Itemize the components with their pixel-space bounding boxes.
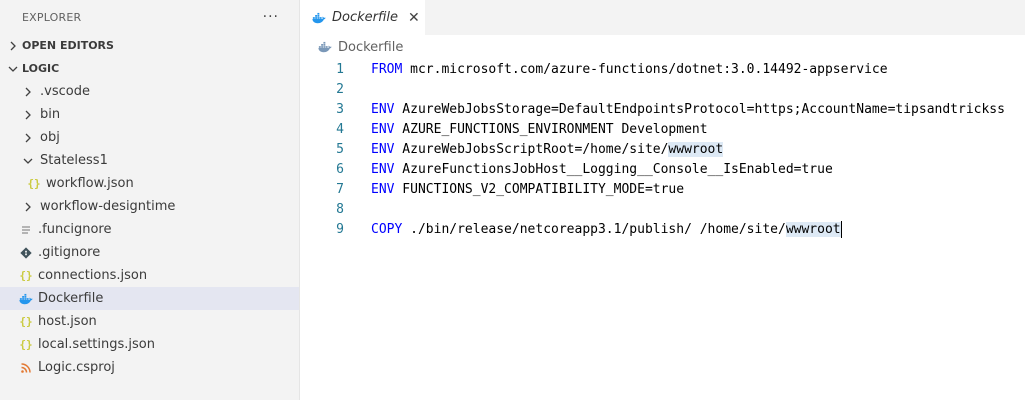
- json-icon: {}: [27, 177, 41, 190]
- code-editor[interactable]: 1 FROM mcr.microsoft.com/azure-functions/…: [300, 59, 1025, 239]
- close-icon[interactable]: ✕: [408, 9, 420, 26]
- tree-item-label: Stateless1: [40, 153, 108, 168]
- tree-item-host-json[interactable]: {} host.json: [0, 310, 299, 333]
- tree-item-dockerfile[interactable]: Dockerfile: [0, 287, 299, 310]
- tree-item-label: .funcignore: [38, 222, 112, 237]
- tree-item-label: obj: [40, 130, 60, 145]
- code-text: AZURE_FUNCTIONS_ENVIRONMENT Development: [394, 121, 708, 137]
- line-number: 5: [336, 141, 344, 157]
- docker-icon: [318, 40, 332, 54]
- line-number: 7: [336, 181, 344, 197]
- word-highlight: wwwroot: [785, 221, 841, 237]
- chevron-down-icon: [20, 156, 36, 166]
- chevron-right-icon: [20, 87, 36, 97]
- tree-item-label: connections.json: [38, 268, 148, 283]
- docker-icon: [18, 292, 34, 306]
- open-editors-label: OPEN EDITORS: [22, 39, 114, 52]
- tree-item-connections-json[interactable]: {} connections.json: [0, 264, 299, 287]
- json-icon: {}: [19, 315, 33, 328]
- tree-item-label: workflow-designtime: [40, 199, 176, 214]
- tab-dockerfile[interactable]: Dockerfile ✕: [300, 0, 425, 35]
- tab-label: Dockerfile: [332, 10, 398, 25]
- line-number: 4: [336, 121, 344, 137]
- code-keyword: FROM: [371, 61, 403, 77]
- code-keyword: ENV: [371, 101, 395, 117]
- code-text: mcr.microsoft.com/azure-functions/dotnet…: [402, 61, 888, 77]
- code-keyword: ENV: [371, 181, 395, 197]
- tree-item-workflow-json[interactable]: {} workflow.json: [0, 172, 299, 195]
- line-number: 8: [336, 201, 344, 217]
- line-number: 6: [336, 161, 344, 177]
- code-text: AzureWebJobsScriptRoot=/home/site/: [394, 141, 669, 157]
- code-keyword: ENV: [371, 121, 395, 137]
- line-number: 3: [336, 101, 344, 117]
- code-text: AzureWebJobsStorage=DefaultEndpointsProt…: [394, 101, 1005, 117]
- code-line[interactable]: 6 ENV AzureFunctionsJobHost__Logging__Con…: [300, 159, 1025, 179]
- tree-item-workflow-designtime[interactable]: workflow-designtime: [0, 195, 299, 218]
- code-line[interactable]: 7 ENV FUNCTIONS_V2_COMPATIBILITY_MODE=tru…: [300, 179, 1025, 199]
- json-icon: {}: [19, 338, 33, 351]
- code-line[interactable]: 4 ENV AZURE_FUNCTIONS_ENVIRONMENT Develop…: [300, 119, 1025, 139]
- tree-item-stateless1[interactable]: Stateless1: [0, 149, 299, 172]
- code-line[interactable]: 8: [300, 199, 1025, 219]
- code-keyword: ENV: [371, 161, 395, 177]
- tab-bar: Dockerfile ✕: [300, 0, 1025, 35]
- git-icon: [18, 246, 34, 259]
- code-text: ./bin/release/netcoreapp3.1/publish/ /ho…: [402, 221, 786, 237]
- breadcrumb[interactable]: Dockerfile: [300, 35, 1025, 59]
- tree-item-gitignore[interactable]: .gitignore: [0, 241, 299, 264]
- chevron-right-icon: [20, 110, 36, 120]
- tree-item-label: .vscode: [40, 84, 90, 99]
- tree-item-funcignore[interactable]: .funcignore: [0, 218, 299, 241]
- breadcrumb-file: Dockerfile: [338, 39, 404, 55]
- text-cursor: [840, 220, 842, 238]
- tree-item-logic-csproj[interactable]: Logic.csproj: [0, 356, 299, 379]
- code-keyword: ENV: [371, 141, 395, 157]
- lines-icon: [18, 224, 34, 236]
- docker-icon: [312, 11, 326, 25]
- code-text: AzureFunctionsJobHost__Logging__Console_…: [394, 161, 833, 177]
- code-keyword: COPY: [371, 221, 403, 237]
- editor-area: Dockerfile ✕ Dockerfile 1 FROM mcr.micros…: [300, 0, 1025, 400]
- tree-item-bin[interactable]: bin: [0, 103, 299, 126]
- tree-item-label: local.settings.json: [38, 337, 155, 352]
- workspace-section[interactable]: LOGIC: [0, 57, 299, 80]
- json-icon: {}: [19, 269, 33, 282]
- tree-item-label: Dockerfile: [38, 291, 104, 306]
- code-line[interactable]: 5 ENV AzureWebJobsScriptRoot=/home/site/w…: [300, 139, 1025, 159]
- tree-item-label: .gitignore: [38, 245, 101, 260]
- chevron-right-icon: [20, 202, 36, 212]
- tree-item-label: Logic.csproj: [38, 360, 115, 375]
- rss-icon: [18, 362, 34, 374]
- code-line[interactable]: 3 ENV AzureWebJobsStorage=DefaultEndpoint…: [300, 99, 1025, 119]
- code-line[interactable]: 9 COPY ./bin/release/netcoreapp3.1/publis…: [300, 219, 1025, 239]
- explorer-header: EXPLORER ···: [0, 0, 299, 34]
- tree-item-local-settings-json[interactable]: {} local.settings.json: [0, 333, 299, 356]
- tree-item-label: workflow.json: [46, 176, 134, 191]
- code-line[interactable]: 1 FROM mcr.microsoft.com/azure-functions/…: [300, 59, 1025, 79]
- tree-item-vscode[interactable]: .vscode: [0, 80, 299, 103]
- code-line[interactable]: 2: [300, 79, 1025, 99]
- word-highlight: wwwroot: [668, 141, 724, 157]
- explorer-title: EXPLORER: [22, 10, 82, 24]
- tree-item-label: host.json: [38, 314, 97, 329]
- workspace-label: LOGIC: [22, 62, 60, 75]
- open-editors-section[interactable]: OPEN EDITORS: [0, 34, 299, 57]
- tree-item-obj[interactable]: obj: [0, 126, 299, 149]
- line-number: 9: [336, 221, 344, 237]
- explorer-sidebar: EXPLORER ··· OPEN EDITORS LOGIC .vscode b…: [0, 0, 300, 400]
- chevron-right-icon: [6, 41, 20, 51]
- chevron-down-icon: [6, 64, 20, 74]
- code-text: FUNCTIONS_V2_COMPATIBILITY_MODE=true: [394, 181, 685, 197]
- tree-item-label: bin: [40, 107, 61, 122]
- line-number: 1: [336, 61, 344, 77]
- chevron-right-icon: [20, 133, 36, 143]
- line-number: 2: [336, 81, 344, 97]
- more-actions-button[interactable]: ···: [262, 9, 279, 25]
